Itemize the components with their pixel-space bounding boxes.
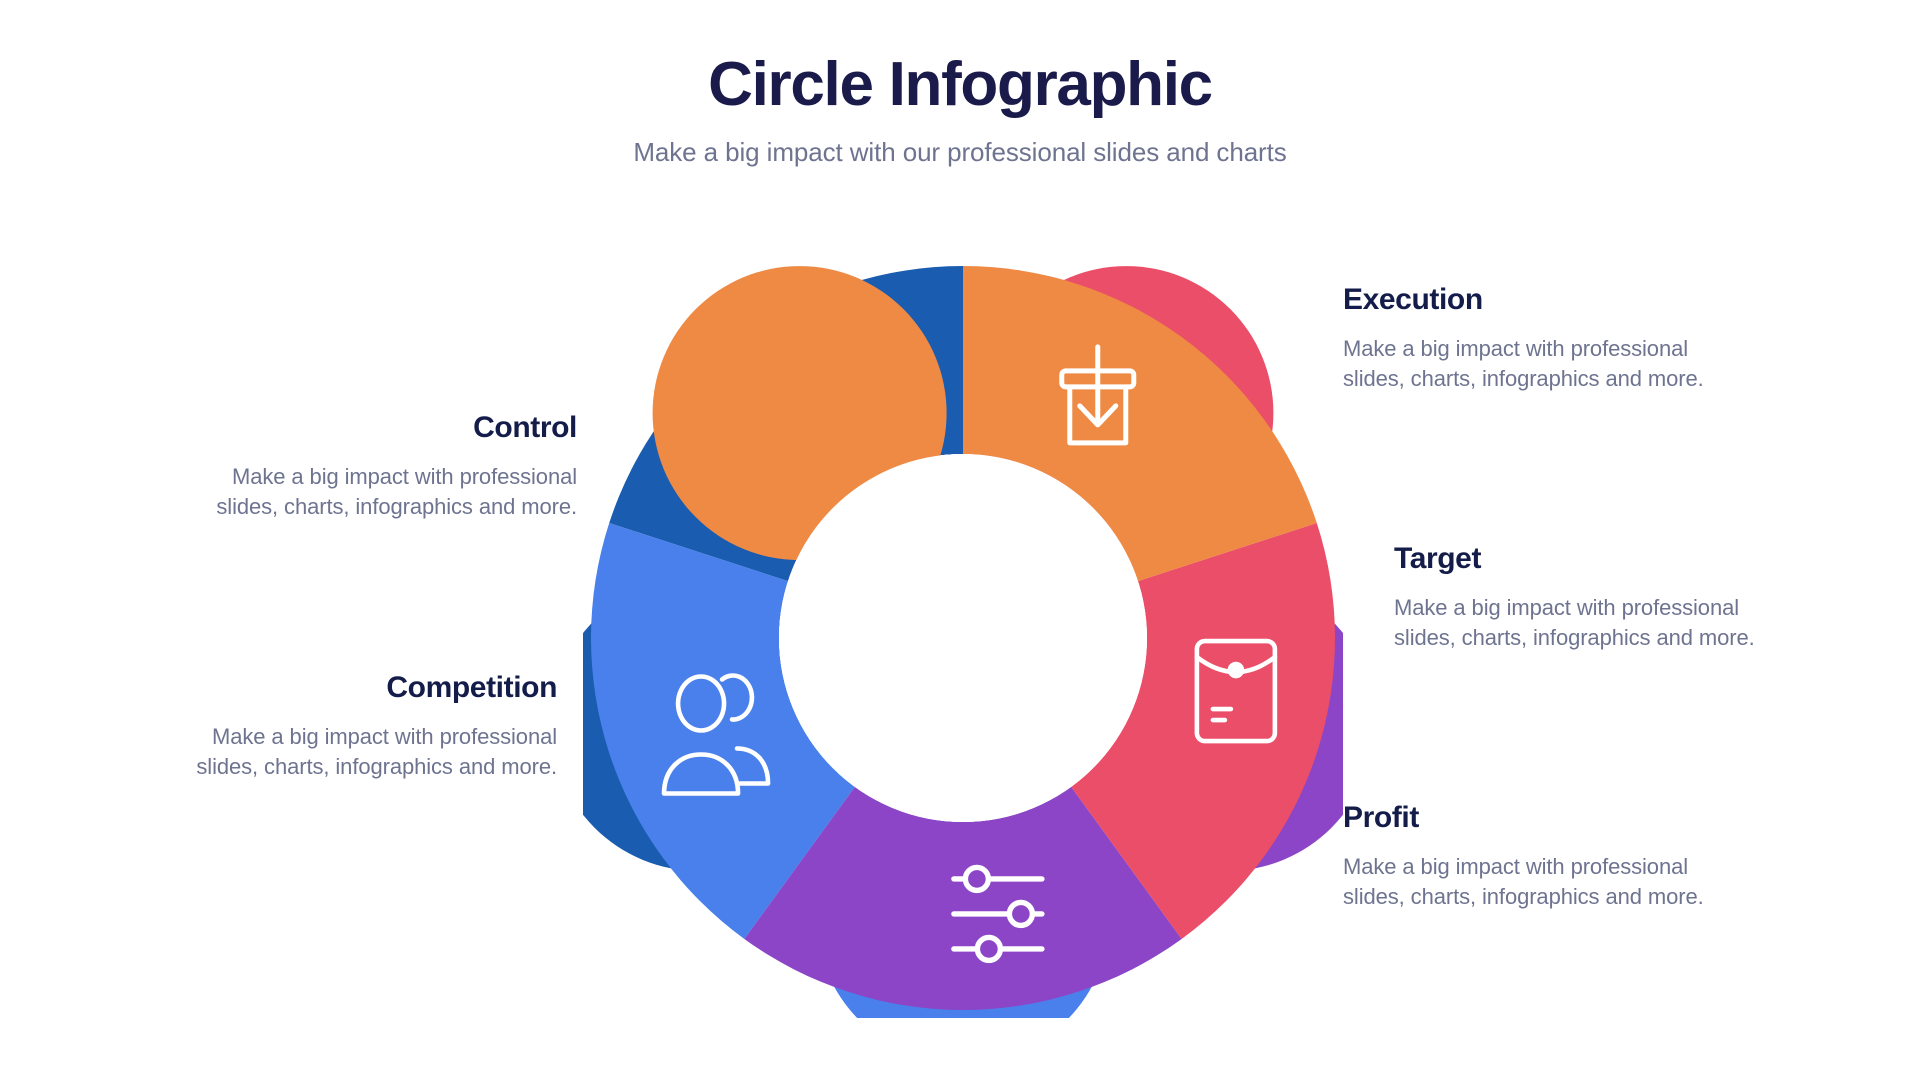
users-icon [661,673,771,796]
callout-control-body: Make a big impact with professional slid… [216,463,577,519]
page-title: Circle Infographic [708,50,1213,119]
callout-competition-title: Competition [386,671,557,704]
callout-competition-body: Make a big impact with professional slid… [196,723,557,779]
callout-control-title: Control [473,411,577,444]
donut-hole [779,454,1147,822]
donut-svg [583,266,1343,1018]
callout-execution-title: Execution [1343,283,1483,316]
envelope-icon [1194,638,1278,744]
callout-profit-title: Profit [1343,801,1419,834]
callout-execution[interactable]: Execution Make a big impact with profess… [1343,283,1723,394]
segment-arc [963,266,1317,582]
page-subtitle: Make a big impact with our professional … [633,136,1287,167]
callout-execution-body: Make a big impact with professional slid… [1343,335,1704,391]
download-box-icon [1059,344,1137,446]
segment-arc [1071,523,1335,939]
callout-profit[interactable]: Profit Make a big impact with profession… [1343,801,1723,912]
callout-target[interactable]: Target Make a big impact with profession… [1394,542,1774,653]
sliders-icon [951,864,1045,964]
callout-control[interactable]: Control Make a big impact with professio… [197,411,577,522]
callout-competition[interactable]: Competition Make a big impact with profe… [177,671,557,782]
page-header: Circle Infographic Make a big impact wit… [0,50,1920,168]
callout-profit-body: Make a big impact with professional slid… [1343,853,1704,909]
segment-execution[interactable] [652,266,1317,822]
callout-target-title: Target [1394,542,1482,575]
circle-infographic-chart [583,258,1343,1018]
segment-arc [591,523,855,939]
segment-arc [744,786,1182,1011]
callout-target-body: Make a big impact with professional slid… [1394,594,1755,650]
